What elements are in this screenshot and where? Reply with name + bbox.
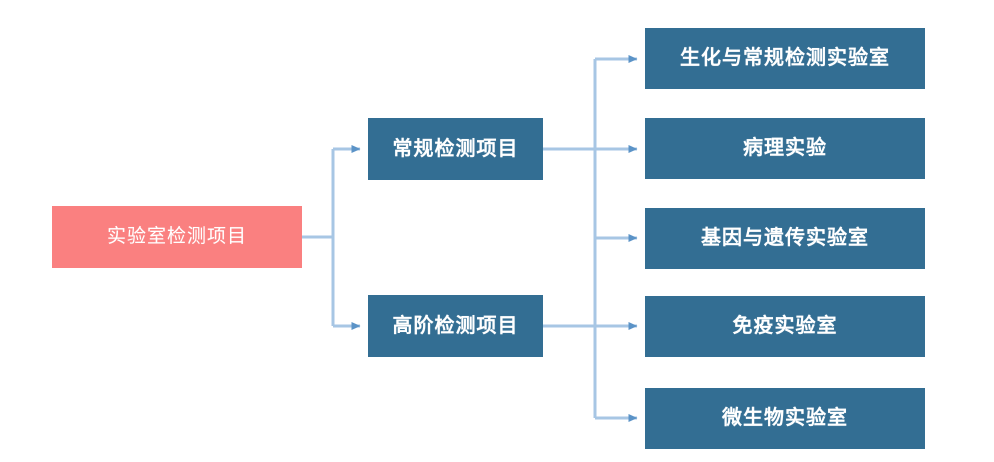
- node-leaf-immunology-label: 免疫实验室: [732, 315, 838, 337]
- node-leaf-genetics-label: 基因与遗传实验室: [701, 227, 869, 249]
- node-leaf-biochemistry-label: 生化与常规检测实验室: [680, 47, 890, 69]
- node-leaf-pathology-label: 病理实验: [743, 137, 827, 159]
- node-leaf-pathology[interactable]: 病理实验: [645, 118, 925, 179]
- node-leaf-immunology[interactable]: 免疫实验室: [645, 296, 925, 357]
- node-branch-routine-label: 常规检测项目: [392, 137, 519, 160]
- node-branch-routine[interactable]: 常规检测项目: [368, 118, 543, 180]
- node-leaf-microbiology-label: 微生物实验室: [722, 407, 848, 429]
- node-leaf-microbiology[interactable]: 微生物实验室: [645, 388, 925, 449]
- node-root[interactable]: 实验室检测项目: [52, 206, 302, 268]
- node-leaf-biochemistry[interactable]: 生化与常规检测实验室: [645, 28, 925, 89]
- node-root-label: 实验室检测项目: [106, 226, 247, 248]
- node-branch-advanced-label: 高阶检测项目: [392, 314, 519, 337]
- node-branch-advanced[interactable]: 高阶检测项目: [368, 295, 543, 357]
- node-leaf-genetics[interactable]: 基因与遗传实验室: [645, 208, 925, 269]
